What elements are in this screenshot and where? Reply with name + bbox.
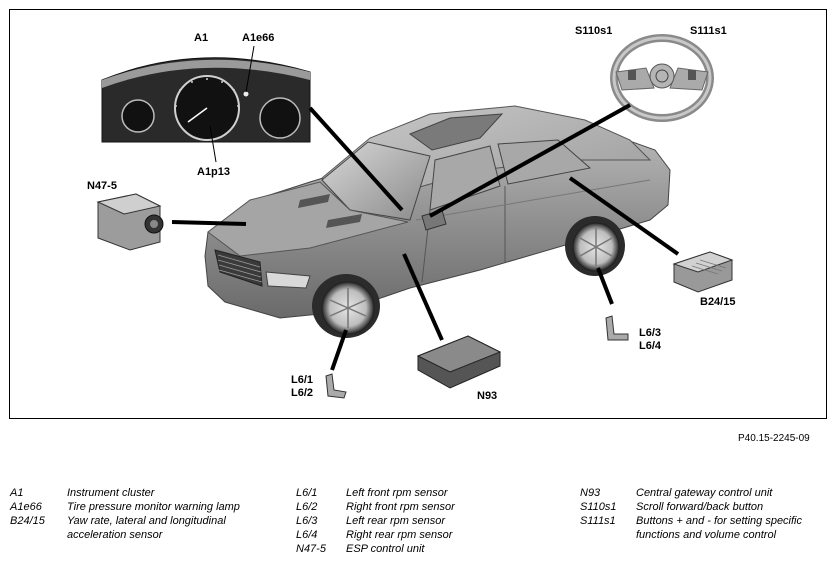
label-a1p13: A1p13 xyxy=(197,166,231,178)
leader-a1p13 xyxy=(209,125,217,163)
legend-column-3: N93 Central gateway control unit S110s1 … xyxy=(580,486,830,542)
legend-item: L6/1 Left front rpm sensor xyxy=(296,486,566,500)
diagram-illustration xyxy=(96,34,734,399)
car-grille-bars xyxy=(217,254,263,283)
leader-lines xyxy=(171,103,680,371)
leader-n47-5 xyxy=(171,220,247,226)
legend-item: N93 Central gateway control unit xyxy=(580,486,830,500)
legend-code: S110s1 xyxy=(580,501,617,513)
gateway-control-unit-illustration xyxy=(416,335,502,389)
legend-desc: Central gateway control unit xyxy=(636,487,773,499)
dial-ticks xyxy=(175,78,239,107)
legend-item: L6/3 Left rear rpm sensor xyxy=(296,514,566,528)
legend-desc: Right front rpm sensor xyxy=(346,501,455,513)
car-hood-vent xyxy=(326,214,362,228)
label-l6-3: L6/3 xyxy=(639,327,662,339)
legend-item: N47-5 ESP control unit xyxy=(296,542,566,556)
car-headlight xyxy=(265,271,311,289)
legend-desc: Instrument cluster xyxy=(67,487,155,499)
thin-leader-lines xyxy=(209,45,255,163)
legend-code: L6/4 xyxy=(296,529,318,541)
legend-desc: Left rear rpm sensor xyxy=(346,515,446,527)
legend-desc: Yaw rate, lateral and longitudinal accel… xyxy=(67,515,226,541)
steering-emblem xyxy=(655,69,669,83)
figure-reference: P40.15-2245-09 xyxy=(738,433,810,444)
steering-hub xyxy=(649,63,675,89)
car-wheel-spokes xyxy=(329,228,613,328)
label-l6-2: L6/2 xyxy=(291,387,314,399)
legend-code: N93 xyxy=(580,487,601,499)
esp-control-unit-illustration xyxy=(96,193,164,251)
leader-b24-15 xyxy=(568,176,680,256)
label-l6-4: L6/4 xyxy=(639,340,662,352)
buttons-s111s1 xyxy=(688,70,696,80)
legend-item: L6/4 Right rear rpm sensor xyxy=(296,528,566,542)
label-a1e66: A1e66 xyxy=(242,32,275,44)
car-illustration xyxy=(204,105,671,338)
legend-item: L6/2 Right front rpm sensor xyxy=(296,500,566,514)
legend-code: A1e66 xyxy=(10,501,42,513)
legend-desc: Scroll forward/back button xyxy=(636,501,764,513)
gauge-right xyxy=(259,97,301,139)
legend-code: N47-5 xyxy=(296,543,326,555)
legend-item: B24/15 Yaw rate, lateral and longitudina… xyxy=(10,514,270,542)
legend-item: S111s1 Buttons + and - for setting speci… xyxy=(580,514,830,542)
legend-column-2: L6/1 Left front rpm sensor L6/2 Right fr… xyxy=(296,486,566,556)
label-n47-5: N47-5 xyxy=(87,180,117,192)
leader-a1e66 xyxy=(245,45,255,93)
rpm-sensor-rear-illustration xyxy=(605,315,629,341)
rpm-sensor-front-illustration xyxy=(325,373,347,399)
legend-item: S110s1 Scroll forward/back button xyxy=(580,500,830,514)
yaw-rate-sensor-illustration xyxy=(672,251,734,293)
tire-pressure-warning-lamp xyxy=(243,91,249,97)
car-grille xyxy=(214,249,263,287)
legend-item: A1e66 Tire pressure monitor warning lamp xyxy=(10,500,270,514)
gauge-left xyxy=(121,99,155,133)
label-n93: N93 xyxy=(477,390,498,402)
legend-desc: ESP control unit xyxy=(346,543,425,555)
legend-code: L6/1 xyxy=(296,487,318,499)
label-s110s1: S110s1 xyxy=(575,25,613,37)
legend-code: L6/2 xyxy=(296,501,318,513)
label-b24-15: B24/15 xyxy=(700,296,736,308)
instrument-cluster-illustration xyxy=(101,57,311,143)
car-side-window-rear xyxy=(497,139,592,185)
steering-wheel-illustration xyxy=(610,34,714,122)
leader-l6-3 xyxy=(596,267,614,305)
label-s111s1: S111s1 xyxy=(690,25,727,37)
leader-n93 xyxy=(402,253,444,341)
car-side-window-front xyxy=(429,145,501,211)
legend-desc: Buttons + and - for setting specific fun… xyxy=(636,515,803,541)
car-belt-line xyxy=(415,179,651,221)
leader-a1 xyxy=(308,106,404,212)
scroll-button-s110s1 xyxy=(628,70,636,80)
legend-item: A1 Instrument cluster xyxy=(10,486,270,500)
speedometer-needle xyxy=(187,107,208,123)
diagram-figure: A1 A1e66 A1p13 S110s1 S111s1 N47-5 B24/1… xyxy=(9,9,827,419)
leader-l6-1 xyxy=(330,329,348,371)
leader-steering xyxy=(429,103,631,218)
label-a1: A1 xyxy=(194,32,209,44)
car-hood-vent xyxy=(298,194,330,208)
legend-code: A1 xyxy=(10,487,24,499)
legend-code: L6/3 xyxy=(296,515,318,527)
car-hood xyxy=(207,181,409,257)
legend-code: B24/15 xyxy=(10,515,45,527)
label-l6-1: L6/1 xyxy=(291,374,314,386)
car-sunroof xyxy=(408,113,504,151)
legend-desc: Right rear rpm sensor xyxy=(346,529,453,541)
legend-code: S111s1 xyxy=(580,515,616,527)
legend-desc: Left front rpm sensor xyxy=(346,487,448,499)
legend-column-1: A1 Instrument cluster A1e66 Tire pressur… xyxy=(10,486,270,542)
legend-desc: Tire pressure monitor warning lamp xyxy=(67,501,240,513)
